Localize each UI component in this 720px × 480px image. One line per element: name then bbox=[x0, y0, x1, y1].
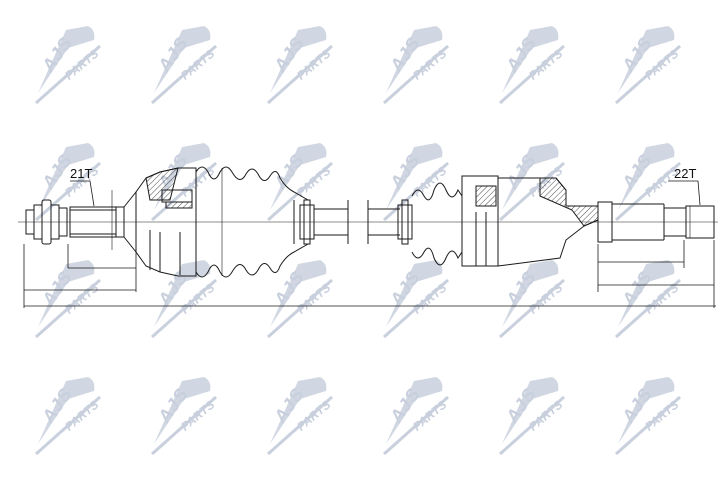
left-spline-leader bbox=[70, 180, 95, 207]
inner-cv-joint bbox=[397, 175, 599, 267]
watermark-logo-icon bbox=[383, 26, 449, 105]
watermark-logo-icon bbox=[151, 260, 217, 339]
watermark-logo-icon bbox=[383, 143, 449, 222]
outer-cv-joint bbox=[135, 167, 197, 277]
watermark-logo-icon bbox=[267, 377, 333, 456]
left-spline-count-label: 21T bbox=[70, 166, 93, 181]
watermark-logo-icon bbox=[267, 143, 333, 222]
watermark-logo-icon bbox=[615, 377, 681, 456]
dimension-lines bbox=[23, 240, 716, 308]
outer-boot bbox=[195, 166, 315, 278]
watermark-logo-icon bbox=[151, 26, 217, 105]
watermark-logo-icon bbox=[499, 377, 565, 456]
watermark-logo-icon bbox=[267, 26, 333, 105]
watermark-logo-icon bbox=[35, 143, 101, 222]
watermark-logo-icon bbox=[615, 260, 681, 339]
watermark-logo-icon bbox=[35, 26, 101, 105]
watermark-logo-icon bbox=[383, 377, 449, 456]
right-spline-leader bbox=[668, 180, 701, 206]
watermark-logo-icon bbox=[499, 260, 565, 339]
watermark-logo-icon bbox=[151, 143, 217, 222]
watermark-logo-icon bbox=[499, 143, 565, 222]
watermark-logo-icon bbox=[151, 377, 217, 456]
left-stub-shaft bbox=[25, 190, 137, 254]
watermark-logo-icon bbox=[267, 260, 333, 339]
watermark-logo-icon bbox=[615, 143, 681, 222]
watermark-logo-icon bbox=[35, 377, 101, 456]
right-stub-shaft bbox=[597, 201, 715, 243]
watermark-logo-icon bbox=[35, 260, 101, 339]
right-spline-count-label: 22T bbox=[674, 166, 697, 181]
intermediate-shaft bbox=[314, 200, 400, 244]
watermark-logo-icon bbox=[499, 26, 565, 105]
watermark-logo-icon bbox=[615, 26, 681, 105]
watermark-logo-icon bbox=[383, 260, 449, 339]
